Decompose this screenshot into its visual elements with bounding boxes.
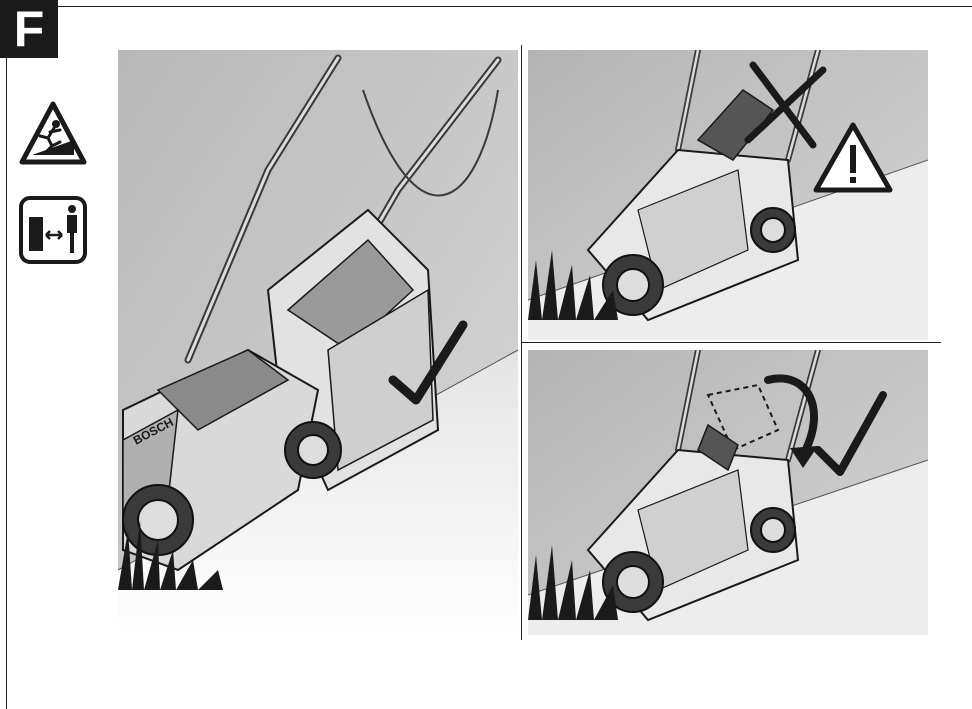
- mower-flap-closed-correct-panel: [528, 350, 928, 635]
- frame-left-line: [6, 6, 7, 709]
- mower-flap-open-wrong-panel: [528, 50, 928, 340]
- mower-with-grassbox-panel: BOSCH: [118, 50, 518, 638]
- slope-slip-warning-icon: [18, 100, 88, 170]
- section-label: F: [0, 0, 58, 58]
- frame-top-line: [0, 6, 972, 7]
- keep-distance-icon: [18, 195, 88, 265]
- panel-divider-horizontal: [521, 342, 941, 343]
